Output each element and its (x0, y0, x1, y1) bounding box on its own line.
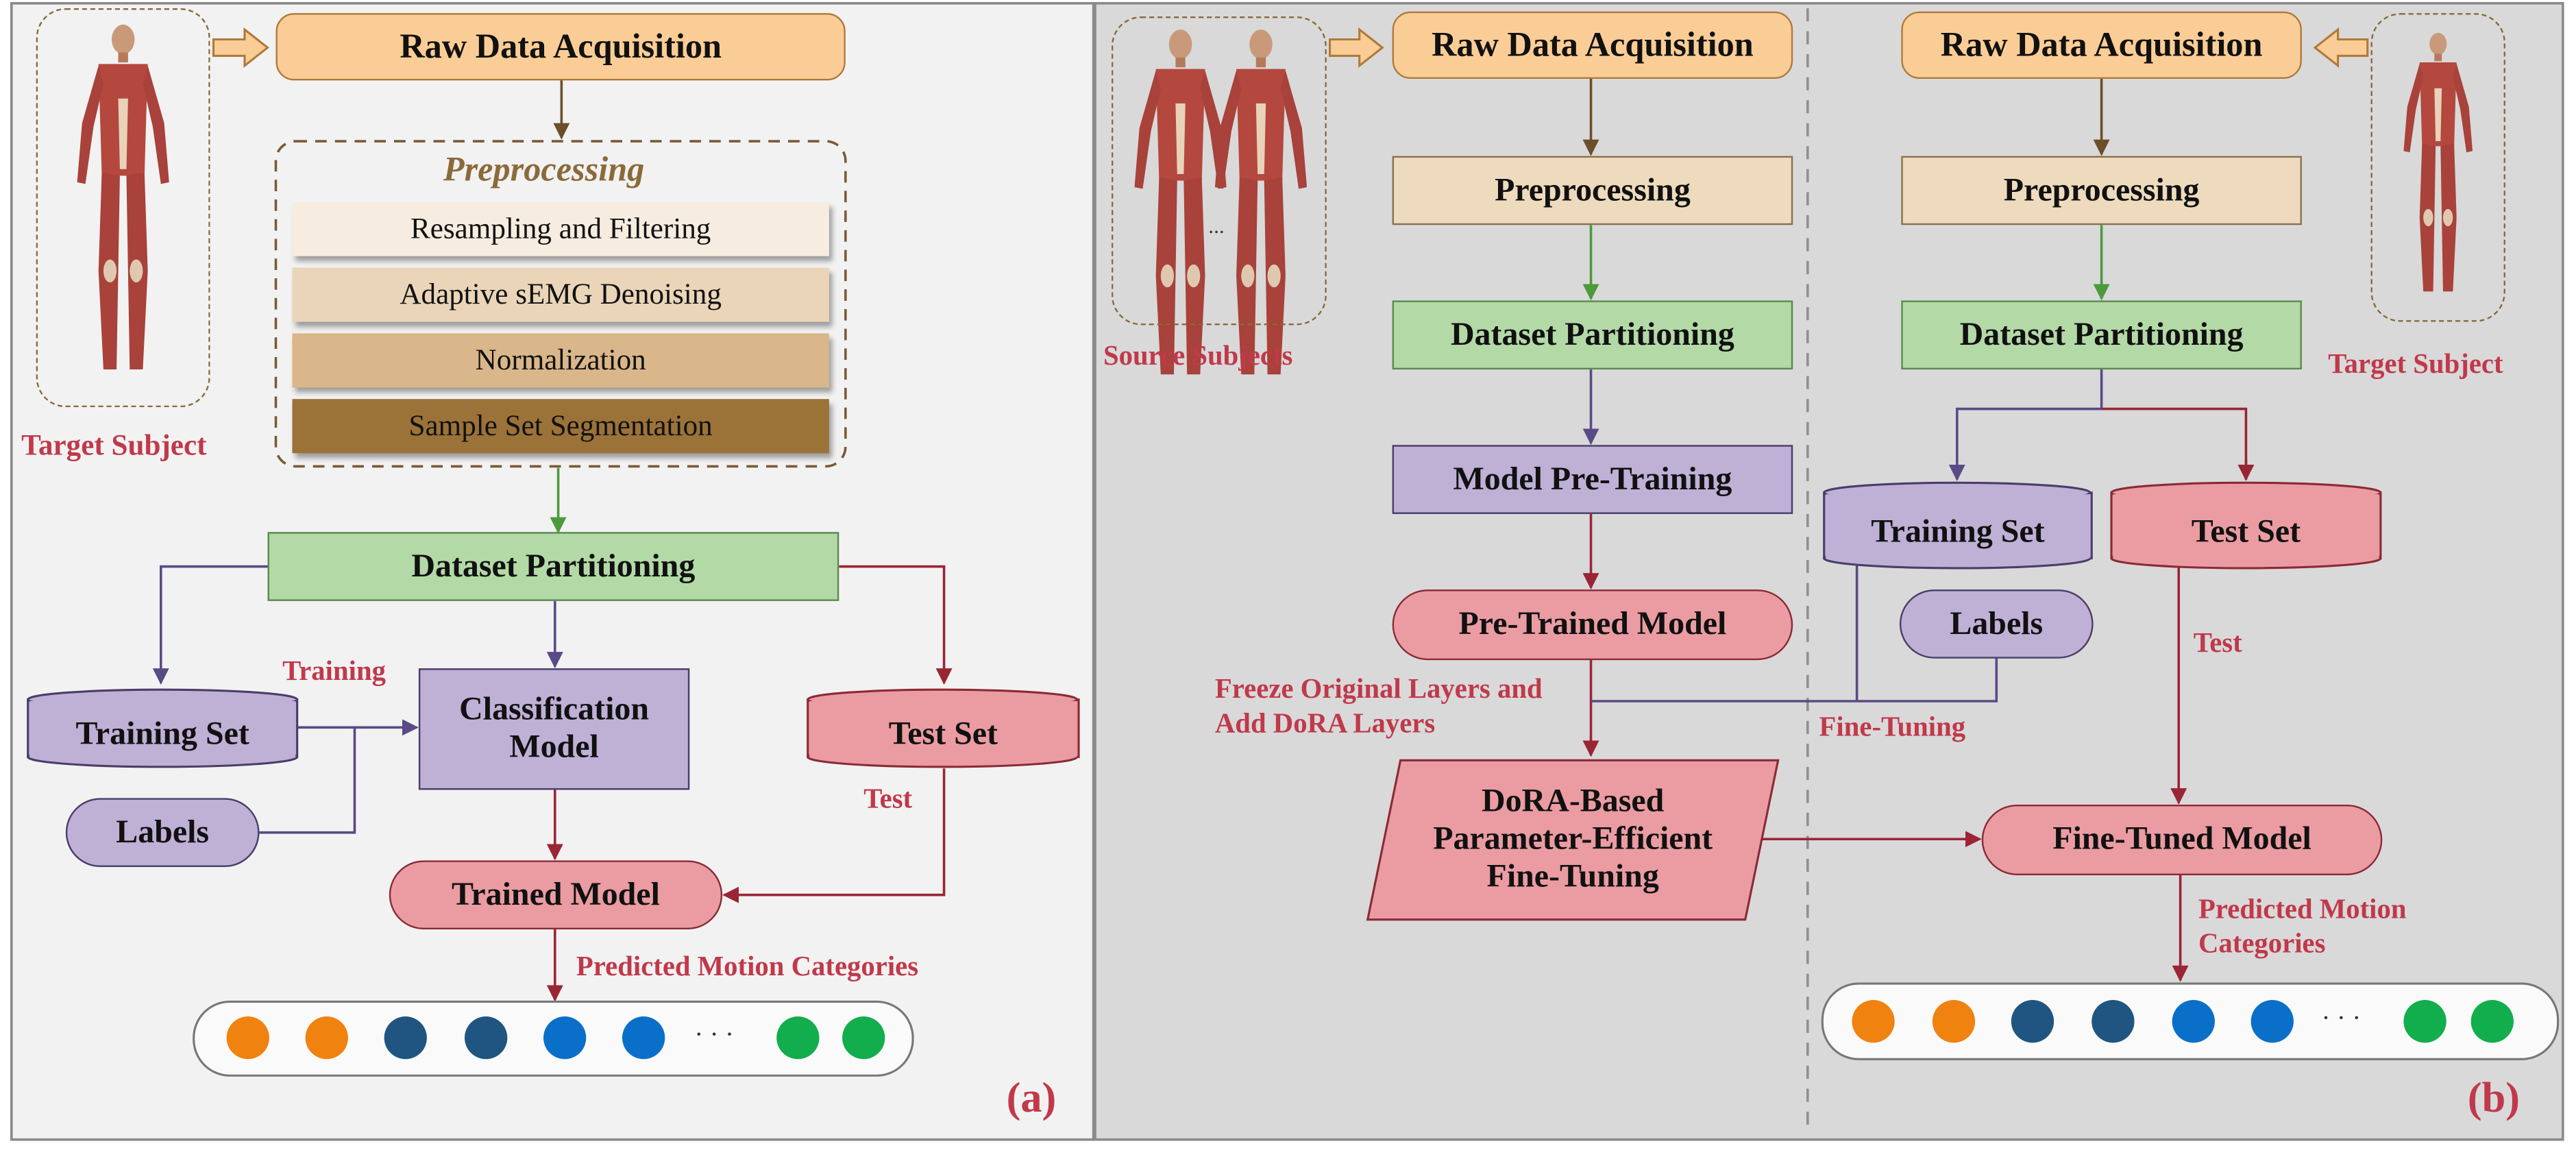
arrow-b-ds-train (1948, 369, 2103, 481)
training-set-label-b: Training Set (1871, 513, 2045, 550)
target-subject-label-a: Target Subject (21, 428, 207, 462)
pre-step-segmentation: Sample Set Segmentation (292, 399, 829, 454)
finetuning-edge-label-b: Fine-Tuning (1819, 711, 1966, 742)
arrow-a-ds-to-test (839, 565, 953, 685)
pre-step-resampling: Resampling and Filtering (292, 202, 829, 256)
trained-model-box-a: Trained Model (389, 860, 723, 930)
line-b-labels-merge (1591, 658, 1998, 703)
preprocessing-box-target: Preprocessing (1901, 156, 2302, 225)
pre-step-normalization: Normalization (292, 333, 829, 388)
training-set-label-a: Training Set (75, 716, 249, 753)
body-frame-target-b (2370, 13, 2505, 322)
output-dots-b (1852, 1000, 2514, 1043)
dora-parallelogram (1366, 759, 1780, 921)
arrow-a-test-to-trained (722, 768, 946, 903)
predicted-motion-label-a: Predicted Motion Categories (576, 951, 919, 982)
test-edge-label-a: Test (863, 783, 913, 815)
source-ellipsis: ... (1208, 213, 1225, 239)
panel-b-background (1094, 1, 2564, 1141)
dot-a-7 (776, 1016, 820, 1060)
raw-data-box-source: Raw Data Acquisition (1392, 11, 1793, 79)
line-a-labels (259, 727, 356, 834)
dot-b-7 (2403, 1000, 2446, 1043)
raw-data-box-a: Raw Data Acquisition (275, 13, 846, 81)
dora-finetuning-text: DoRA-Based Parameter-Efficient Fine-Tuni… (1433, 782, 1713, 894)
body-frame-a (36, 8, 210, 408)
dot-b-2 (1932, 1000, 1976, 1043)
output-dots-a (226, 1016, 885, 1060)
labels-box-b: Labels (1899, 589, 2094, 659)
raw-data-box-target: Raw Data Acquisition (1901, 11, 2302, 79)
cylinder-a-test (807, 688, 1080, 768)
dot-b-4 (2092, 1000, 2135, 1043)
dot-b-1 (1852, 1000, 1895, 1043)
test-set-label-a: Test Set (888, 716, 998, 753)
dot-b-6 (2250, 1000, 2294, 1043)
panel-label-b: (b) (2467, 1073, 2520, 1122)
dataset-partitioning-box-a: Dataset Partitioning (267, 532, 839, 601)
classification-model-box-a: Classification Model (418, 668, 690, 790)
target-subject-label-b: Target Subject (2328, 347, 2503, 380)
predicted-motion-label-b: Predicted Motion Categories (2198, 893, 2407, 960)
model-pretraining-box: Model Pre-Training (1392, 445, 1793, 514)
finetuned-model-box: Fine-Tuned Model (1981, 804, 2383, 875)
dot-b-3 (2011, 1000, 2054, 1043)
dot-b-8 (2470, 1000, 2514, 1043)
test-set-label-b: Test Set (2191, 513, 2301, 550)
test-edge-label-b: Test (2193, 627, 2242, 659)
dot-a-2 (305, 1016, 348, 1060)
body-frame-source (1111, 16, 1327, 326)
hollow-arrow-a (212, 27, 270, 69)
dot-a-5 (543, 1016, 587, 1060)
arrow-a-ds-to-train (152, 565, 268, 685)
dot-a-1 (226, 1016, 269, 1060)
preprocessing-box-source: Preprocessing (1392, 156, 1793, 225)
hollow-arrow-b-source (1329, 27, 1384, 69)
dataset-partitioning-box-target: Dataset Partitioning (1901, 300, 2302, 370)
preprocessing-title-a: Preprocessing (443, 149, 645, 189)
output-ellipsis-b: · · · (2321, 1005, 2362, 1033)
preprocessing-dashed-frame (274, 140, 847, 468)
panel-label-a: (a) (1006, 1073, 1057, 1122)
pre-step-denoising: Adaptive sEMG Denoising (292, 267, 829, 322)
arrow-b-ds-test (2101, 407, 2248, 480)
freeze-layers-label: Freeze Original Layers and Add DoRA Laye… (1214, 673, 1543, 740)
dot-a-6 (622, 1016, 665, 1060)
source-subjects-label: Source Subjects (1103, 339, 1293, 371)
training-edge-label-a: Training (282, 655, 386, 687)
cylinder-b-training (1823, 481, 2093, 570)
output-ellipsis-a: · · · (694, 1021, 734, 1049)
dot-a-8 (842, 1016, 885, 1060)
dot-a-3 (384, 1016, 427, 1060)
cylinder-a-training (27, 688, 299, 768)
hollow-arrow-b-target (2313, 27, 2369, 69)
dot-a-4 (465, 1016, 508, 1060)
dataset-partitioning-box-source: Dataset Partitioning (1392, 300, 1793, 370)
dot-b-5 (2172, 1000, 2215, 1043)
cylinder-b-test (2110, 481, 2382, 570)
pretrained-model-box: Pre-Trained Model (1392, 589, 1793, 661)
labels-box-a: Labels (65, 798, 260, 867)
